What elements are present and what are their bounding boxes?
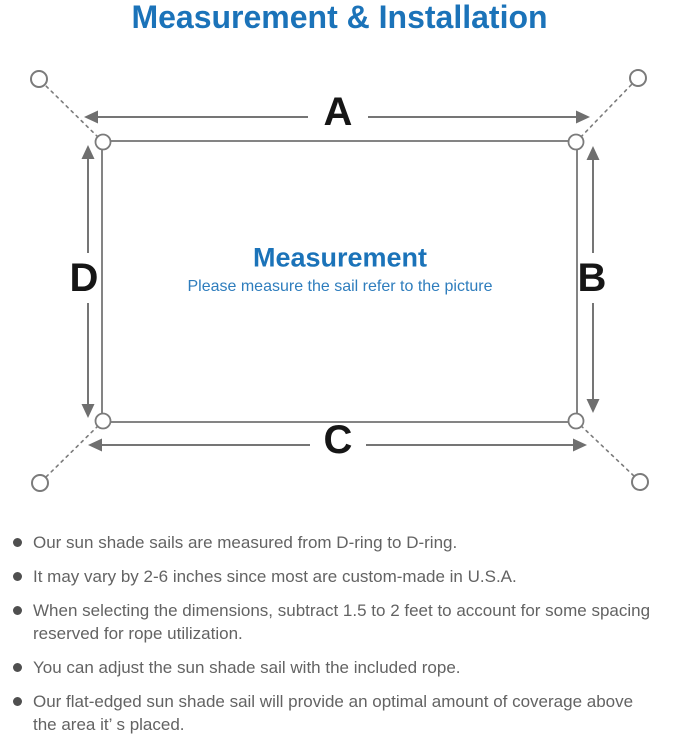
d-ring-icon [567,412,585,430]
sail-outline [101,140,578,423]
list-item: It may vary by 2-6 inches since most are… [13,565,675,588]
note-text: It may vary by 2-6 inches since most are… [33,567,517,586]
anchor-point-icon [31,474,49,492]
note-text: Our flat-edged sun shade sail will provi… [33,692,634,734]
d-ring-icon [94,412,112,430]
bullet-icon [13,697,22,706]
sail-diagram-graphic [30,69,649,492]
diagram-center-title: Measurement [252,242,428,273]
anchor-point-icon [30,70,48,88]
page-title: Measurement & Installation [131,0,548,35]
bullet-icon [13,663,22,672]
dimension-lines [87,116,594,446]
d-ring-icon [567,133,585,151]
bullet-icon [13,572,22,581]
list-item: Our flat-edged sun shade sail will provi… [13,690,675,736]
measurement-diagram: A B C D Measurement Please measure the s… [0,55,679,515]
list-item: You can adjust the sun shade sail with t… [13,656,675,679]
dashed-rope-lines [43,82,636,479]
anchor-point-icon [629,69,647,87]
dimension-label-a: A [323,90,353,134]
dimension-label-d: D [69,256,99,300]
diagram-center-subtitle: Please measure the sail refer to the pic… [187,278,493,295]
note-text: You can adjust the sun shade sail with t… [33,658,461,677]
bullet-icon [13,606,22,615]
dimension-label-c: C [323,418,353,462]
list-item: When selecting the dimensions, subtract … [13,599,675,645]
note-text: When selecting the dimensions, subtract … [33,601,651,643]
d-ring-icon [94,133,112,151]
dimension-label-b: B [577,256,607,300]
bullet-icon [13,538,22,547]
note-text: Our sun shade sails are measured from D-… [33,533,458,552]
anchor-point-icon [631,473,649,491]
dimension-arrowheads [81,110,600,452]
list-item: Our sun shade sails are measured from D-… [13,531,675,554]
notes-list: Our sun shade sails are measured from D-… [0,531,679,739]
